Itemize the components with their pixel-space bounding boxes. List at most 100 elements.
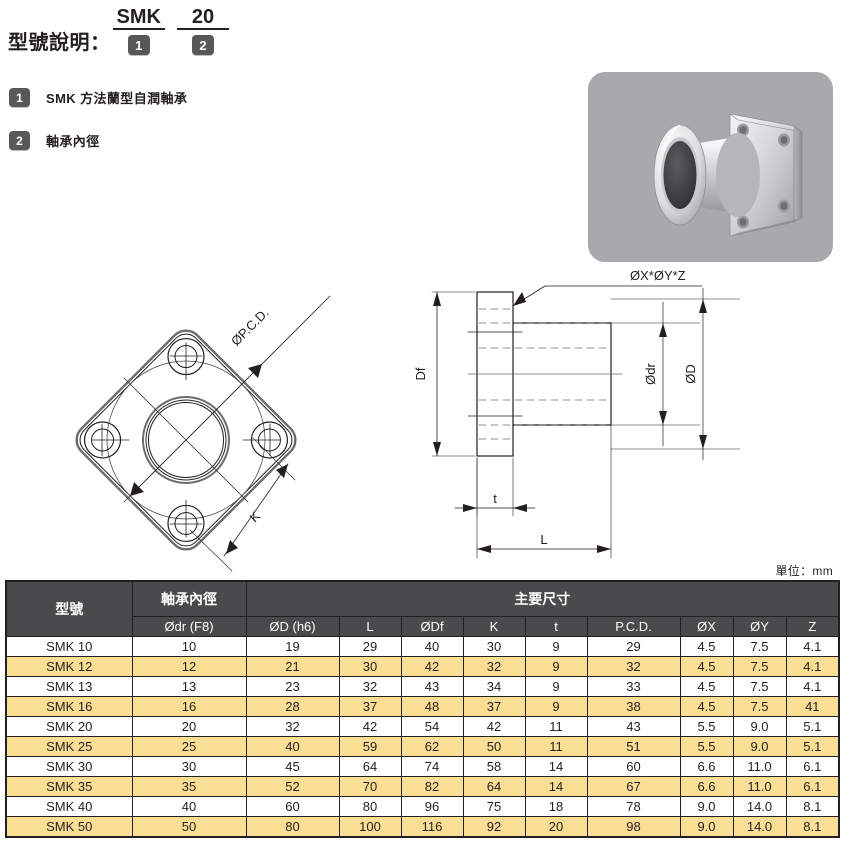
cell-y: 9.0	[732, 736, 787, 757]
cell-df: 82	[400, 776, 464, 797]
cell-z: 41	[785, 696, 840, 717]
cell-k: 58	[462, 756, 526, 777]
cell-pcd: 43	[586, 716, 681, 737]
th-t: t	[524, 616, 588, 637]
cell-pcd: 32	[586, 656, 681, 677]
model-code-group: SMK 1 20 2	[112, 6, 241, 55]
centerline-marks	[91, 342, 281, 538]
df-dimension	[431, 291, 476, 457]
th-k: K	[462, 616, 526, 637]
legend-label-2: 軸承內徑	[46, 134, 100, 149]
legend-item-2: 2 軸承內徑	[9, 131, 187, 150]
cell-df: 116	[400, 816, 464, 838]
cell-t: 9	[524, 696, 588, 717]
cell-pcd: 78	[586, 796, 681, 817]
cell-y: 7.5	[732, 696, 787, 717]
product-photo-illustration	[653, 113, 803, 237]
cell-x: 6.6	[679, 756, 734, 777]
legend-label-1: SMK 方法蘭型自潤軸承	[46, 91, 188, 106]
cell-z: 5.1	[785, 716, 840, 737]
cell-model: SMK 35	[5, 776, 133, 797]
model-code-text-1: SMK	[112, 6, 165, 30]
cell-model: SMK 10	[5, 636, 133, 657]
cell-z: 4.1	[785, 656, 840, 677]
cell-d: 21	[245, 656, 340, 677]
dr-label: Ødr	[643, 362, 658, 384]
model-code-explanation-header: 型號說明： SMK 1 20 2	[8, 6, 241, 55]
cell-df: 43	[400, 676, 464, 697]
cell-l: 37	[338, 696, 402, 717]
cell-df: 48	[400, 696, 464, 717]
legend-item-1: 1 SMK 方法蘭型自潤軸承	[9, 88, 187, 107]
cell-y: 14.0	[732, 796, 787, 817]
cell-pcd: 33	[586, 676, 681, 697]
drawing-labels: ØP.C.D. K ØX*ØY*Z Df Ødr ØD t L	[228, 268, 698, 547]
cell-l: 64	[338, 756, 402, 777]
code-badge-1: 1	[127, 35, 150, 55]
cell-df: 74	[400, 756, 464, 777]
legend-badge-1: 1	[9, 88, 30, 107]
drawing-canvas: ØP.C.D. K ØX*ØY*Z Df Ødr ØD t L	[75, 268, 741, 572]
th-model: 型號	[5, 580, 133, 637]
cell-k: 92	[462, 816, 526, 838]
unit-note: 單位：mm	[775, 564, 833, 578]
pcd-label: ØP.C.D.	[228, 305, 272, 349]
cell-d: 40	[245, 736, 340, 757]
cell-x: 6.6	[679, 776, 734, 797]
cell-x: 5.5	[679, 716, 734, 737]
cell-y: 7.5	[732, 656, 787, 677]
cell-k: 32	[462, 656, 526, 677]
cell-dr: 13	[131, 676, 247, 697]
cell-l: 80	[338, 796, 402, 817]
l-dimension	[476, 424, 612, 559]
code-legend: 1 SMK 方法蘭型自潤軸承 2 軸承內徑	[9, 88, 187, 174]
cell-dr: 12	[131, 656, 247, 677]
cell-l: 32	[338, 676, 402, 697]
cell-model: SMK 12	[5, 656, 133, 677]
bearing-cylinder	[653, 124, 760, 226]
cell-x: 4.5	[679, 676, 734, 697]
cell-dr: 25	[131, 736, 247, 757]
cell-model: SMK 13	[5, 676, 133, 697]
cell-dr: 40	[131, 796, 247, 817]
cell-d: 32	[245, 716, 340, 737]
th-d: ØD (h6)	[245, 616, 340, 637]
cell-l: 30	[338, 656, 402, 677]
df-label: Df	[413, 367, 428, 380]
th-l: L	[338, 616, 402, 637]
table-head: 型號 軸承內徑 主要尺寸 Ødr (F8) ØD (h6) L ØDf K t …	[5, 580, 840, 637]
cell-t: 14	[524, 776, 588, 797]
d-dimension	[610, 287, 741, 461]
cell-t: 11	[524, 716, 588, 737]
hidden-lines	[478, 308, 612, 440]
cell-dr: 16	[131, 696, 247, 717]
cell-l: 59	[338, 736, 402, 757]
cell-t: 20	[524, 816, 588, 838]
cell-pcd: 29	[586, 636, 681, 657]
k-label: K	[246, 508, 263, 525]
cell-z: 8.1	[785, 816, 840, 838]
cell-y: 7.5	[732, 676, 787, 697]
cell-y: 7.5	[732, 636, 787, 657]
cell-pcd: 60	[586, 756, 681, 777]
cell-k: 75	[462, 796, 526, 817]
cell-df: 62	[400, 736, 464, 757]
cell-z: 8.1	[785, 796, 840, 817]
t-dimension	[454, 457, 536, 517]
flange-tick-marks	[467, 331, 523, 417]
specification-table: 型號 軸承內徑 主要尺寸 Ødr (F8) ØD (h6) L ØDf K t …	[5, 580, 841, 838]
cell-x: 9.0	[679, 796, 734, 817]
th-x: ØX	[679, 616, 734, 637]
cell-t: 18	[524, 796, 588, 817]
cell-model: SMK 25	[5, 736, 133, 757]
cell-d: 19	[245, 636, 340, 657]
cell-dr: 50	[131, 816, 247, 838]
cell-d: 80	[245, 816, 340, 838]
th-pcd: P.C.D.	[586, 616, 681, 637]
